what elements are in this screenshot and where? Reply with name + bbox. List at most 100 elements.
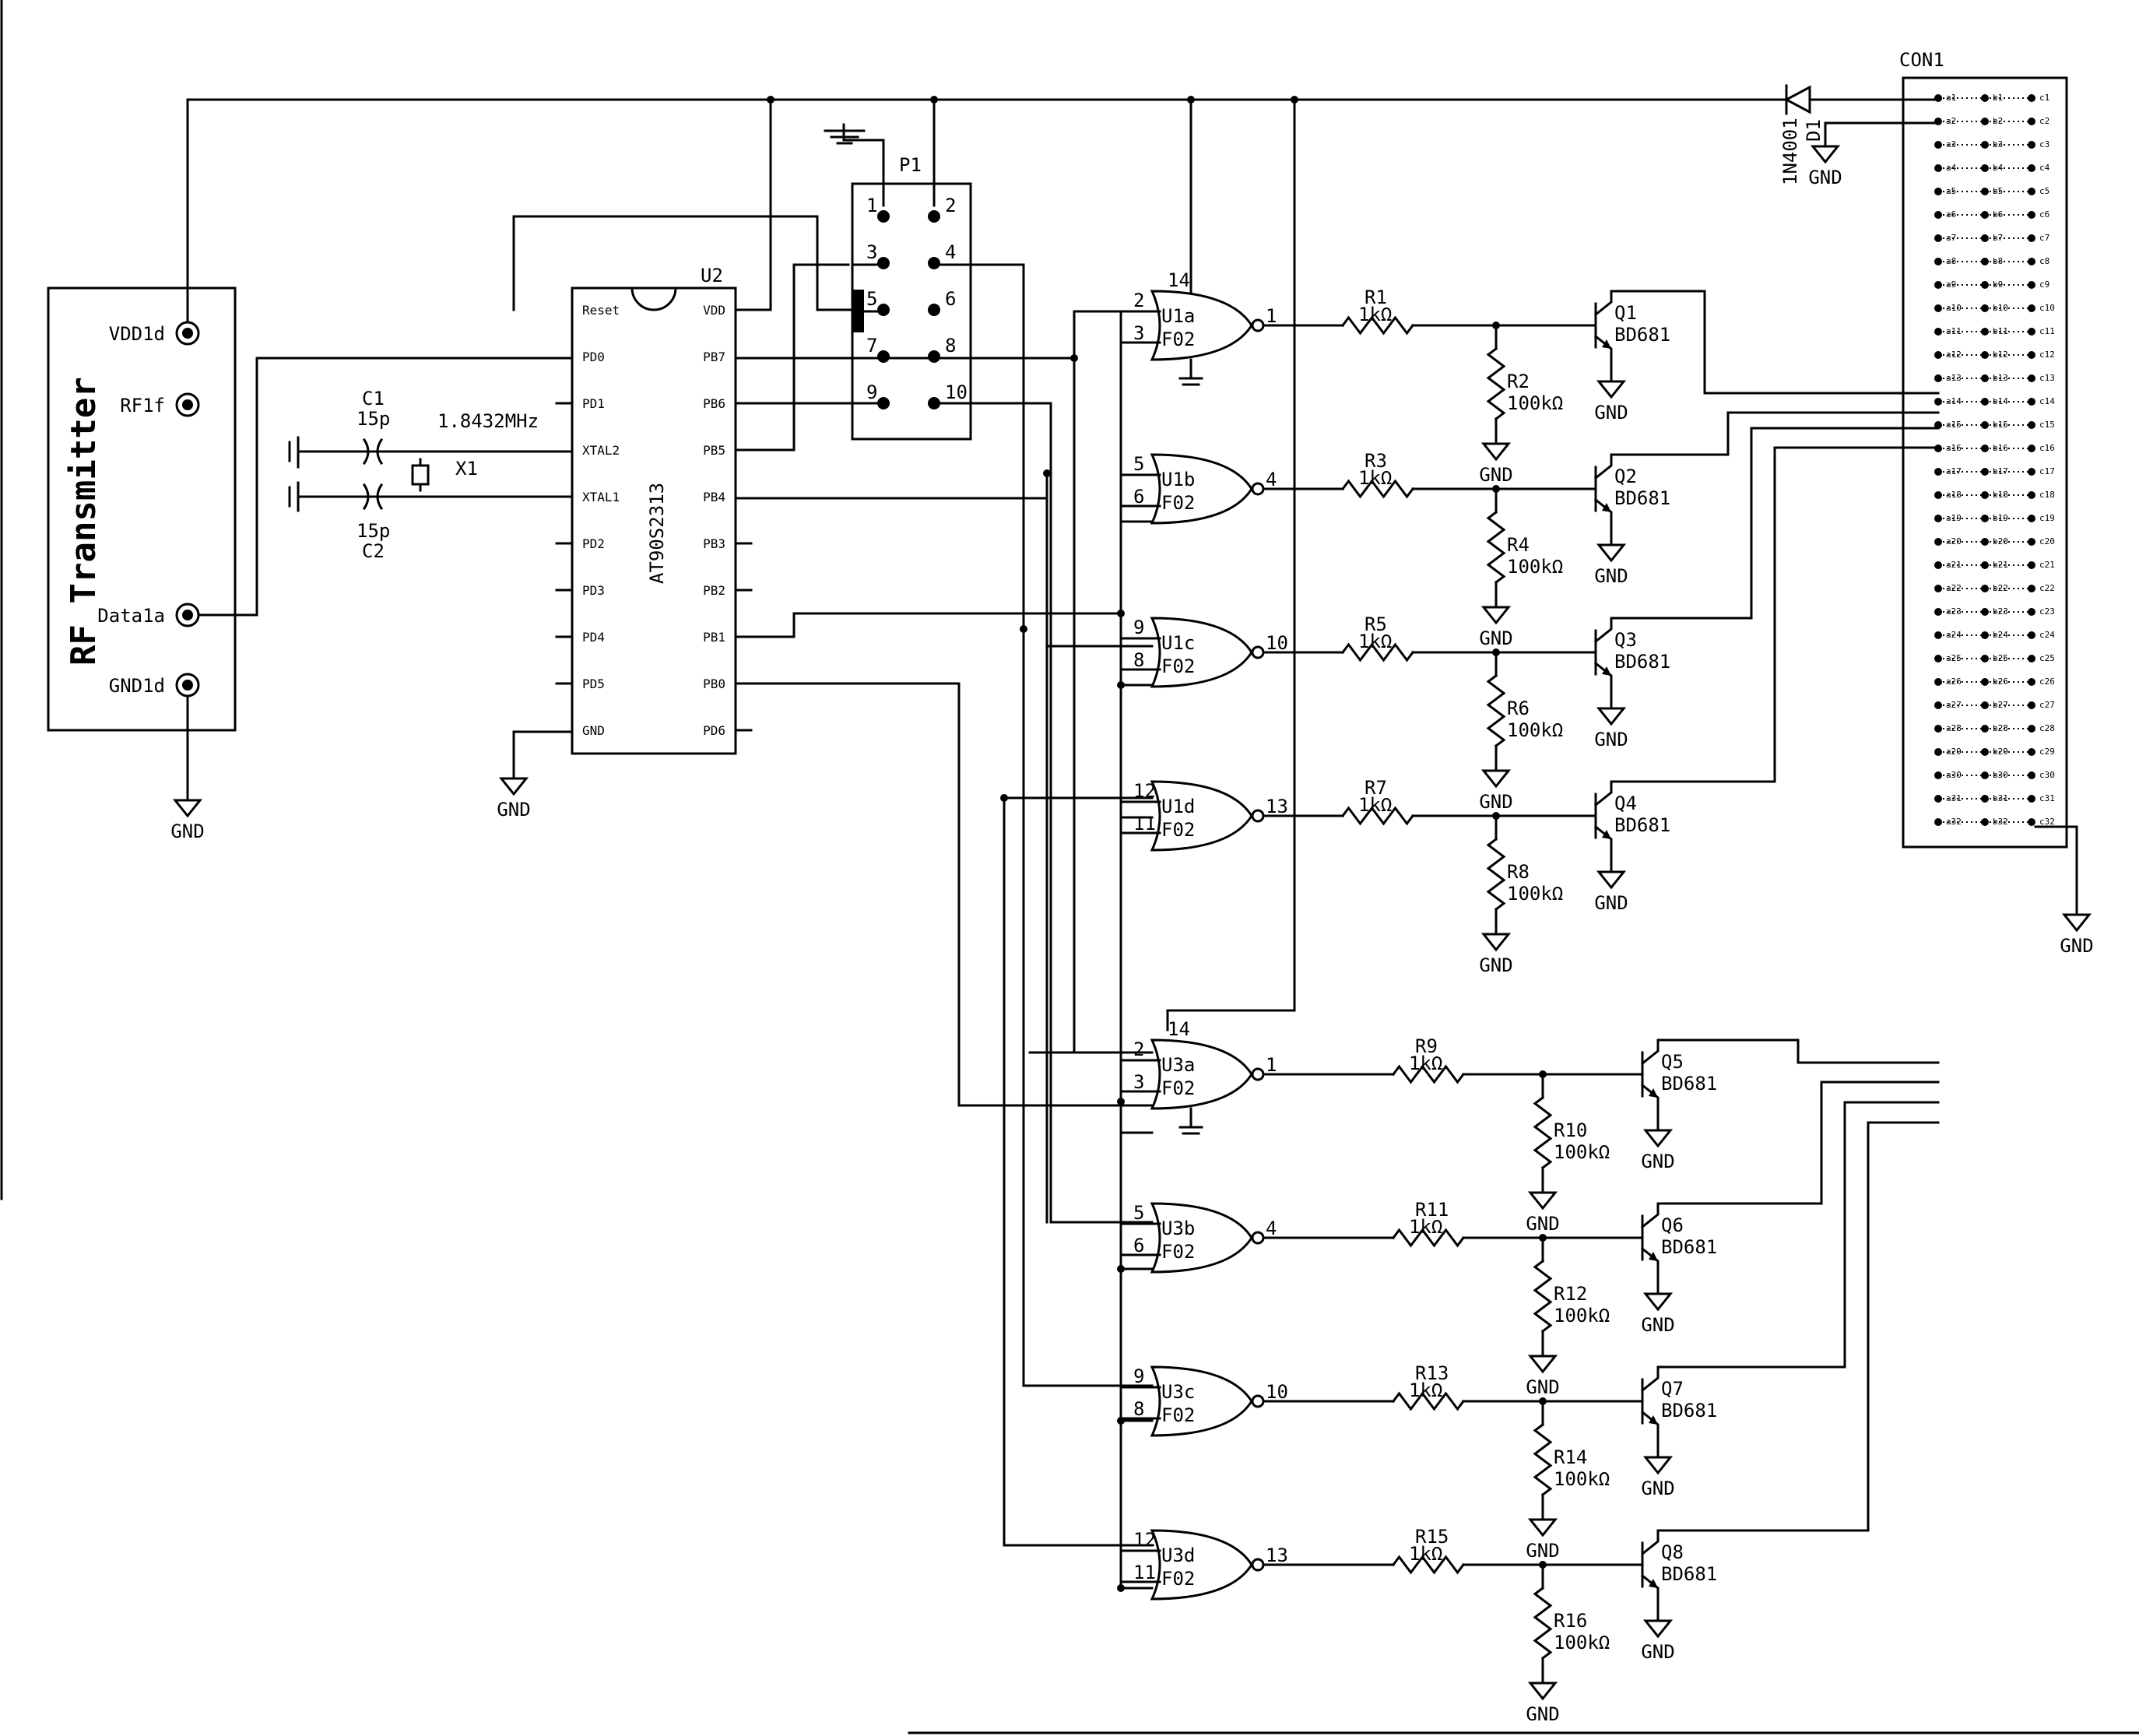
p1-pin-label: 9 bbox=[866, 381, 877, 403]
gate-out-pin: 10 bbox=[1266, 632, 1288, 654]
mcu-pin-label: GND bbox=[582, 723, 605, 738]
series-resistor-ref: R15 bbox=[1415, 1526, 1449, 1548]
transistor-ref: Q5 bbox=[1661, 1051, 1684, 1073]
gnd-label: GND bbox=[1594, 565, 1628, 587]
connector-pin-label: a1 bbox=[1946, 93, 1956, 103]
gnd-label: GND bbox=[1479, 954, 1512, 976]
gate-in1-pin: 12 bbox=[1133, 1529, 1156, 1551]
c1-value: 15p bbox=[356, 408, 390, 430]
connector-pin-label: c25 bbox=[2039, 653, 2055, 663]
mcu-pin-label: PD1 bbox=[582, 396, 605, 411]
gnd-label: GND bbox=[1594, 402, 1628, 423]
gate-in1-pin: 12 bbox=[1133, 780, 1156, 802]
connector-pin-label: c19 bbox=[2039, 513, 2055, 523]
connector-pin-label: b9 bbox=[1993, 279, 2003, 290]
pulldown-resistor-ref: R4 bbox=[1507, 534, 1530, 556]
gate-part: F02 bbox=[1161, 1404, 1195, 1426]
gnd-symbol: GND bbox=[1594, 707, 1628, 750]
pulldown-resistor-value: 100kΩ bbox=[1554, 1468, 1610, 1490]
mcu-pin-label: PD0 bbox=[582, 350, 605, 364]
connector-pin-label: c29 bbox=[2039, 747, 2055, 757]
mcu-pin-label: PD2 bbox=[582, 536, 605, 551]
connector-pin-label: a3 bbox=[1946, 139, 1956, 149]
p1-pin-dot bbox=[877, 210, 890, 223]
gate-name: U1c bbox=[1161, 632, 1195, 654]
p1-ref: P1 bbox=[899, 154, 922, 176]
p1-pin-label: 4 bbox=[945, 241, 956, 263]
series-resistor-ref: R1 bbox=[1365, 286, 1387, 308]
series-resistor-ref: R7 bbox=[1365, 777, 1387, 799]
gate-in2-pin: 3 bbox=[1133, 322, 1144, 344]
gate-in1-pin: 5 bbox=[1133, 1202, 1144, 1224]
gate-in2-pin: 3 bbox=[1133, 1071, 1144, 1093]
connector-pin-label: c16 bbox=[2039, 443, 2055, 453]
gnd-label: GND bbox=[1479, 791, 1512, 813]
connector-pin-label: c6 bbox=[2039, 209, 2049, 220]
mcu-u2: U2 AT90S2313 ResetPD0PD1XTAL2XTAL1PD2PD3… bbox=[512, 265, 753, 780]
connector-pin-label: a8 bbox=[1946, 256, 1956, 266]
transistor-part: BD681 bbox=[1661, 1400, 1717, 1421]
diode-d1: 1N4001 D1 bbox=[1779, 84, 1940, 185]
connector-pin-label: a9 bbox=[1946, 279, 1956, 290]
connector-pin-label: b2 bbox=[1993, 116, 2003, 126]
transistor-ref: Q2 bbox=[1614, 466, 1637, 487]
transistor-ref: Q4 bbox=[1614, 792, 1637, 814]
gate-out-pin: 4 bbox=[1266, 1218, 1277, 1239]
gnd-label: GND bbox=[1526, 1703, 1559, 1725]
mcu-pin-label: PB2 bbox=[703, 583, 725, 598]
gate-out-pin: 10 bbox=[1266, 1381, 1288, 1403]
connector-pin-label: a4 bbox=[1946, 163, 1957, 173]
p1-pin-dot bbox=[877, 304, 890, 316]
gate-in2-pin: 6 bbox=[1133, 486, 1144, 508]
series-resistor-value: 1kΩ bbox=[1358, 467, 1392, 489]
connector-pin-label: c18 bbox=[2039, 490, 2055, 500]
gnd-symbol: GND bbox=[1526, 1682, 1560, 1725]
connector-pin-label: a14 bbox=[1946, 396, 1962, 406]
gate-in2-pin: 8 bbox=[1133, 649, 1144, 671]
gnd-label: GND bbox=[1641, 1641, 1674, 1663]
connector-pin-label: a2 bbox=[1946, 116, 1956, 126]
pulldown-resistor-value: 100kΩ bbox=[1507, 392, 1563, 414]
gate-part: F02 bbox=[1161, 1568, 1195, 1590]
p1-pin-dot bbox=[928, 350, 940, 363]
pulldown-resistor-value: 100kΩ bbox=[1507, 719, 1563, 741]
gate-name: U3b bbox=[1161, 1218, 1195, 1239]
diode-ref: D1 bbox=[1803, 119, 1825, 142]
transistor-ref: Q6 bbox=[1661, 1214, 1684, 1236]
c1-ref: C1 bbox=[362, 388, 385, 409]
connector-pin-label: c3 bbox=[2039, 139, 2049, 149]
pulldown-resistor-value: 100kΩ bbox=[1554, 1632, 1610, 1653]
mcu-pin-label: PB4 bbox=[703, 490, 725, 504]
transistor-part: BD681 bbox=[1661, 1563, 1717, 1585]
gate-out-pin: 1 bbox=[1266, 1054, 1277, 1076]
gate-part: F02 bbox=[1161, 655, 1195, 677]
connector-pin-label: c26 bbox=[2039, 676, 2055, 687]
p1-pin-label: 8 bbox=[945, 335, 956, 357]
driver-channels: R11kΩR2100kΩQ1BD681R31kΩR4100kΩQ2BD681R5… bbox=[1262, 286, 1940, 1683]
pulldown-resistor-ref: R10 bbox=[1554, 1119, 1587, 1141]
gnd-symbol: GND bbox=[1594, 870, 1628, 914]
pin-gnd1d: GND1d bbox=[109, 675, 165, 697]
